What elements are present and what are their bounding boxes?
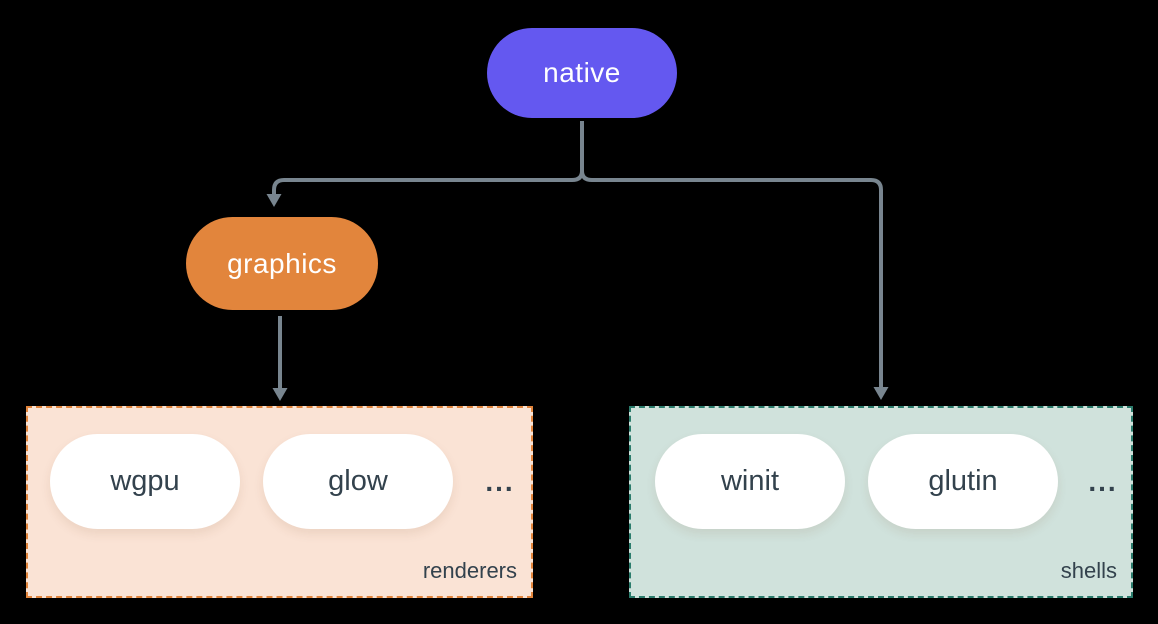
item-wgpu: wgpu <box>50 434 240 529</box>
renderers-ellipsis: ... <box>485 465 515 497</box>
node-graphics: graphics <box>186 217 378 310</box>
item-glutin: glutin <box>868 434 1058 529</box>
arrowhead-into-shells <box>873 387 889 400</box>
item-glow: glow <box>263 434 453 529</box>
renderers-group-label: renderers <box>422 558 517 583</box>
connector-native-to-graphics <box>272 121 584 195</box>
arrowhead-into-graphics <box>266 194 282 207</box>
group-shells: winit glutin ... shells <box>629 406 1133 598</box>
connector-native-to-shells <box>580 121 883 389</box>
shells-group-label: shells <box>1060 558 1117 583</box>
item-winit: winit <box>655 434 845 529</box>
group-renderers: wgpu glow ... renderers <box>26 406 533 598</box>
node-native: native <box>487 28 677 118</box>
shells-ellipsis: ... <box>1088 465 1118 497</box>
arrowhead-into-renderers <box>272 388 288 401</box>
